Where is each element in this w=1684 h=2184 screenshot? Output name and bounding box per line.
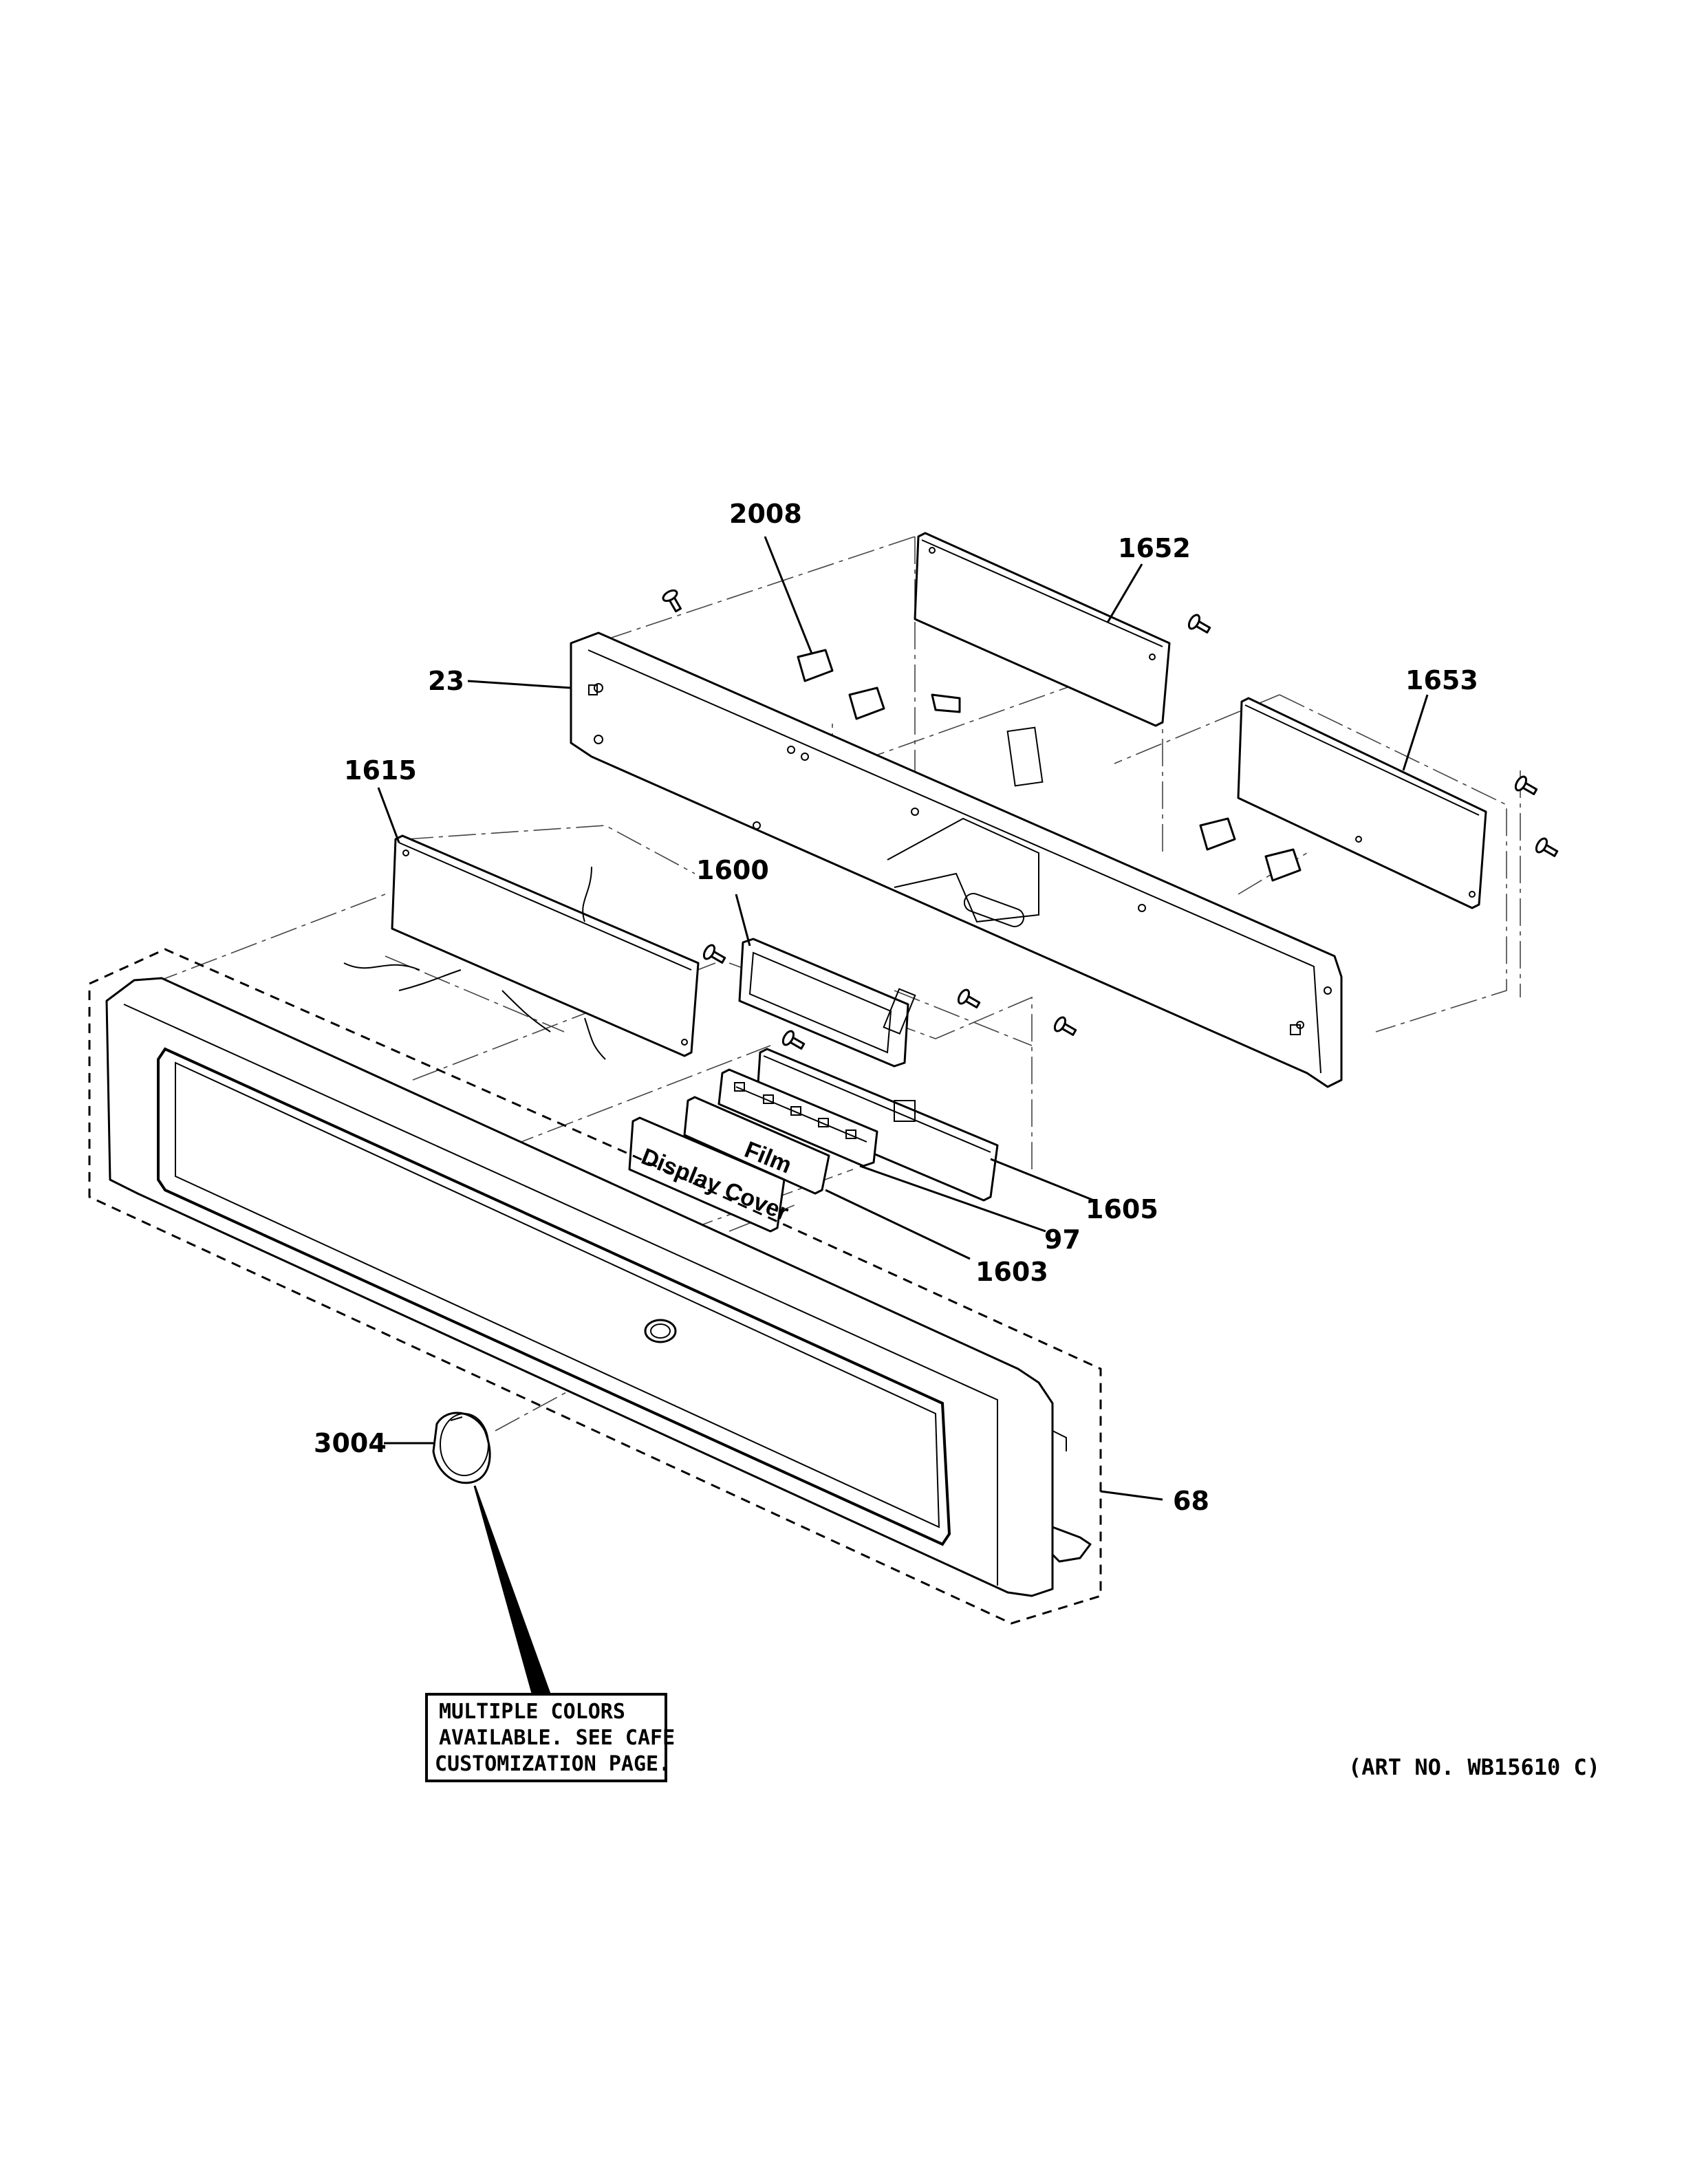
display-1600 bbox=[738, 938, 916, 1068]
note-line-1: MULTIPLE COLORS bbox=[439, 1700, 625, 1724]
control-panel-trim bbox=[88, 948, 1102, 1625]
callout-23: 23 bbox=[428, 666, 464, 696]
callout-1603: 1603 bbox=[975, 1257, 1048, 1287]
callout-1652: 1652 bbox=[1118, 533, 1191, 563]
callout-97: 97 bbox=[1044, 1224, 1081, 1255]
callout-2008: 2008 bbox=[729, 499, 802, 529]
callout-1615: 1615 bbox=[344, 755, 417, 786]
callout-1653: 1653 bbox=[1405, 665, 1478, 695]
callout-labels: 2008 1652 23 1653 1615 1600 1605 97 1603… bbox=[314, 499, 1478, 1516]
connector-group bbox=[797, 649, 1302, 882]
control-board-1615 bbox=[343, 834, 700, 1060]
color-note-box: MULTIPLE COLORS AVAILABLE. SEE CAFE CUST… bbox=[425, 1693, 675, 1782]
knob-3004 bbox=[432, 1412, 491, 1484]
control-board-1652 bbox=[914, 532, 1171, 727]
note-line-2: AVAILABLE. SEE CAFE bbox=[439, 1726, 675, 1750]
back-bracket bbox=[570, 631, 1343, 1088]
callout-68: 68 bbox=[1173, 1486, 1209, 1516]
art-number: (ART NO. WB15610 C) bbox=[1348, 1754, 1600, 1780]
note-line-3: CUSTOMIZATION PAGE. bbox=[435, 1752, 671, 1776]
callout-1605: 1605 bbox=[1086, 1194, 1158, 1224]
callout-3004: 3004 bbox=[314, 1428, 387, 1458]
control-board-1653 bbox=[1237, 697, 1487, 909]
screw-group bbox=[662, 589, 1559, 1050]
film-97 bbox=[717, 1068, 878, 1167]
callout-1600: 1600 bbox=[696, 855, 769, 885]
